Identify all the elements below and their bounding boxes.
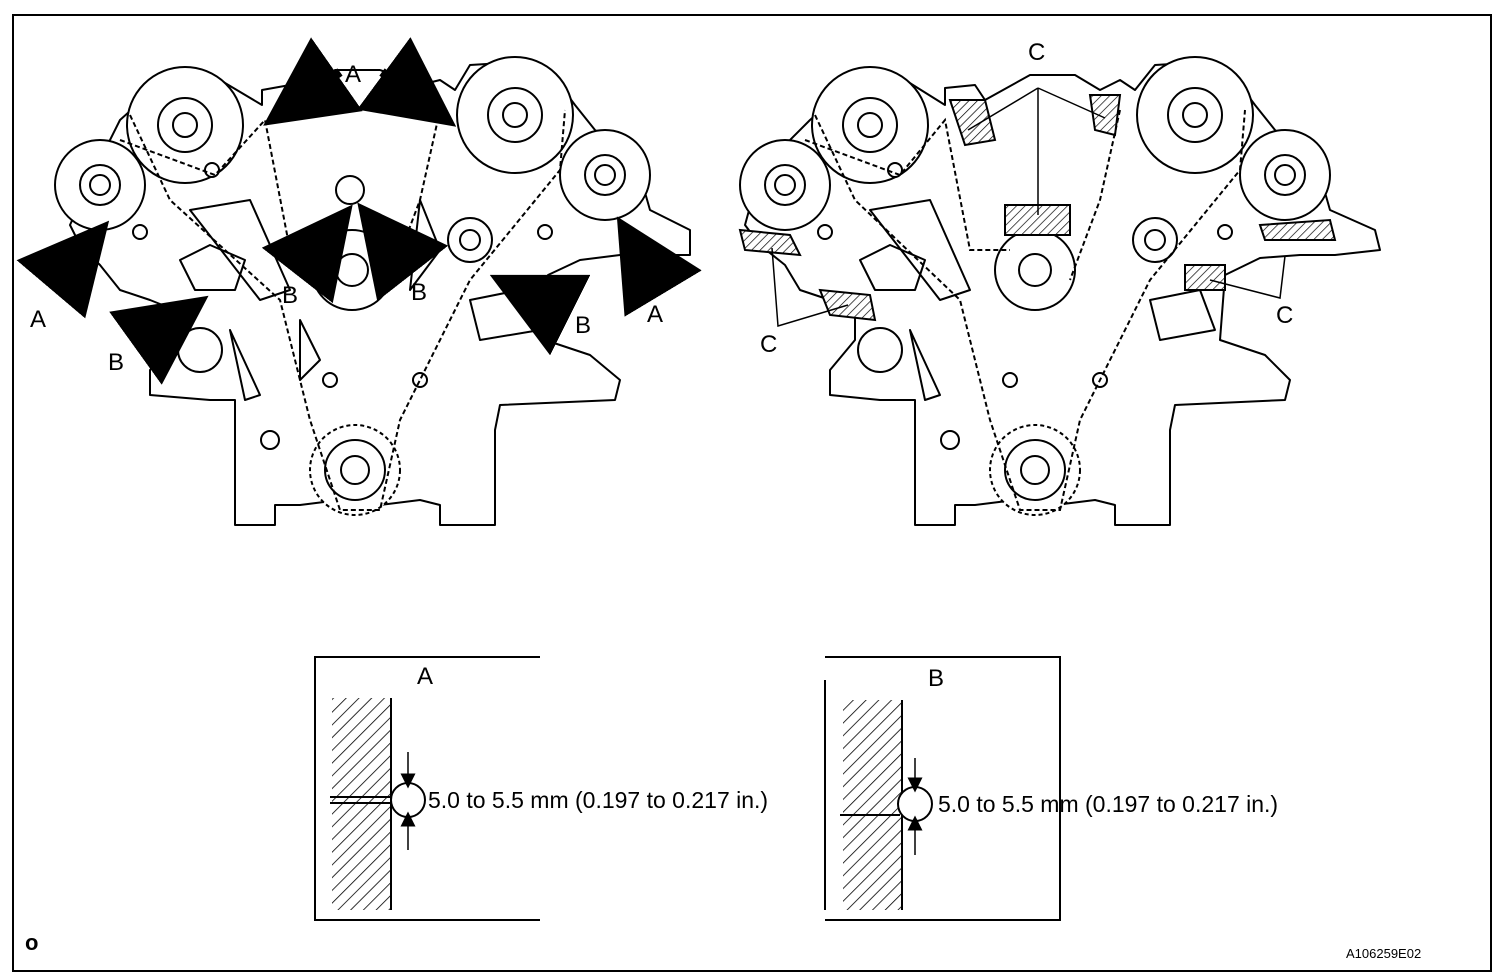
arrow-markers-left bbox=[16, 37, 702, 385]
label-a-top: A bbox=[345, 61, 361, 88]
label-b-left: B bbox=[108, 349, 124, 376]
label-c-left: C bbox=[760, 331, 777, 358]
figure-frame bbox=[12, 14, 1492, 972]
detail-a-title: A bbox=[417, 663, 433, 690]
label-b-center-right: B bbox=[411, 279, 427, 306]
detail-a-panel bbox=[314, 656, 540, 921]
label-c-right: C bbox=[1276, 302, 1293, 329]
detail-a-spec: 5.0 to 5.5 mm (0.197 to 0.217 in.) bbox=[428, 787, 768, 813]
label-a-right: A bbox=[647, 301, 663, 328]
timing-chain-right bbox=[804, 109, 1246, 511]
engine-view-right bbox=[739, 56, 1381, 526]
label-b-center-left: B bbox=[282, 282, 298, 309]
leader-lines-c bbox=[771, 87, 1286, 327]
label-b-right: B bbox=[575, 312, 591, 339]
detail-b-spec: 5.0 to 5.5 mm (0.197 to 0.217 in.) bbox=[938, 791, 1278, 817]
corner-mark: o bbox=[25, 930, 38, 955]
label-c-top: C bbox=[1028, 39, 1045, 66]
detail-b-title: B bbox=[928, 665, 944, 692]
figure-id: A106259E02 bbox=[1346, 946, 1421, 961]
hatched-guides bbox=[738, 94, 1337, 322]
engine-view-left bbox=[54, 56, 691, 526]
label-a-left: A bbox=[30, 306, 46, 333]
detail-b-panel bbox=[824, 656, 1061, 921]
